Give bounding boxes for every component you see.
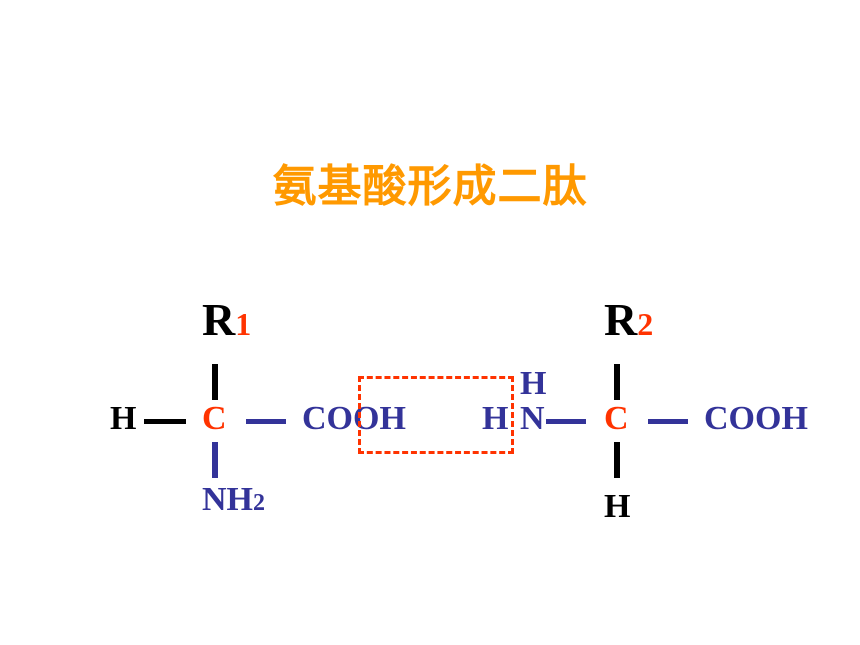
h1-bond <box>144 419 186 424</box>
amino-2-h-top: H <box>520 365 547 402</box>
r2-group: R2 <box>604 297 653 343</box>
amino-2-n: N <box>520 400 545 437</box>
r1-bond <box>212 364 218 400</box>
r1-letter: R <box>202 294 236 345</box>
page-title: 氨基酸形成二肽 <box>272 161 588 212</box>
carboxyl-2: COOH <box>704 400 808 437</box>
h2-bond <box>614 442 620 478</box>
c2-carboxyl-bond <box>648 419 688 424</box>
amino-2-h-left: H <box>482 400 509 437</box>
h2-atom: H <box>604 488 631 525</box>
amino-1-bond <box>212 442 218 478</box>
amino-1-nh: NH <box>202 481 253 518</box>
h1-atom: H <box>110 400 137 437</box>
n2-c2-bond <box>546 419 586 424</box>
r2-letter: R <box>604 294 638 345</box>
r2-bond <box>614 364 620 400</box>
c2-alpha-carbon: C <box>604 400 629 437</box>
carboxyl-1: COOH <box>302 400 406 437</box>
amino-1-subscript: 2 <box>253 490 265 516</box>
r1-index: 1 <box>235 306 252 342</box>
c1-alpha-carbon: C <box>202 400 227 437</box>
amino-1: NH2 <box>202 483 265 517</box>
dehydration-box <box>358 376 514 454</box>
r2-index: 2 <box>637 306 654 342</box>
r1-group: R1 <box>202 297 251 343</box>
c1-carboxyl-bond <box>246 419 286 424</box>
